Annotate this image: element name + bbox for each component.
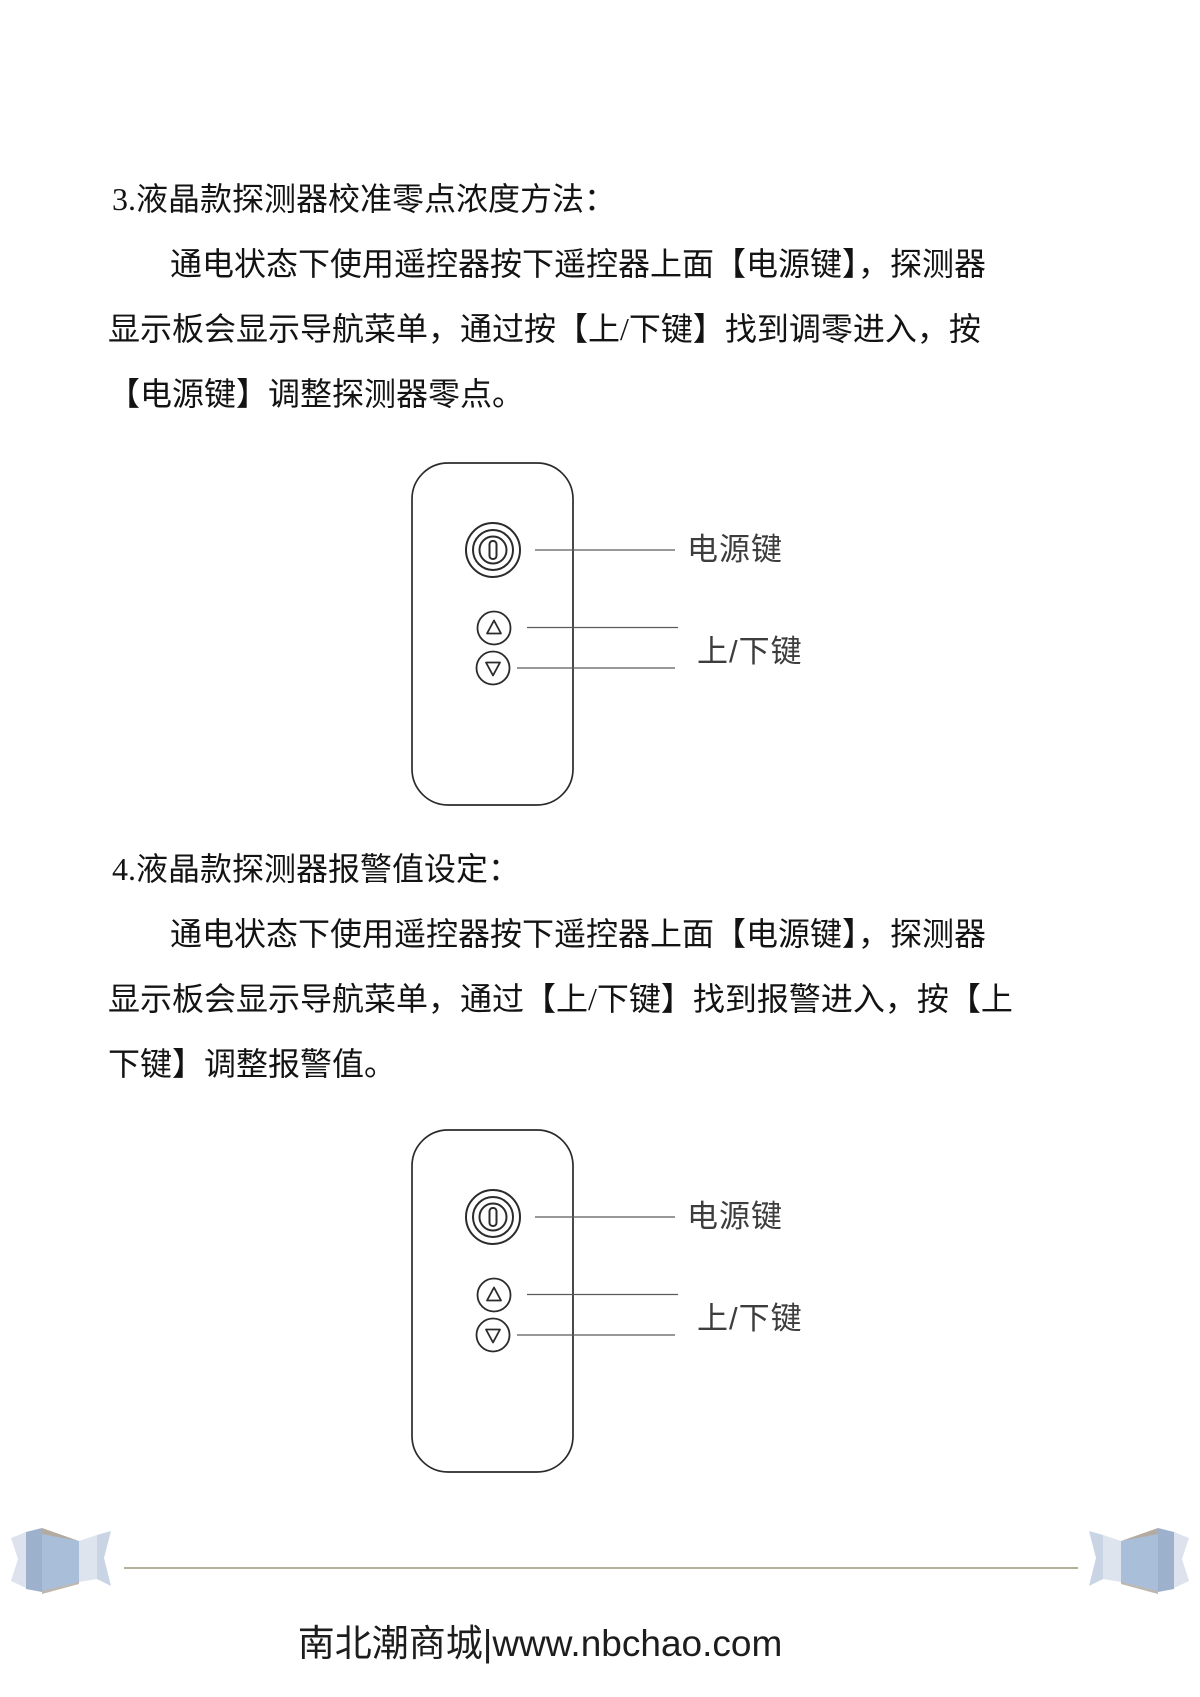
paragraph-line: 通电状态下使用遥控器按下遥控器上面【电源键】，探测器 bbox=[170, 916, 987, 952]
paragraph-line: 【电源键】调整探测器零点。 bbox=[108, 376, 525, 412]
footer-divider bbox=[124, 1567, 1078, 1569]
section-3-heading: 3.液晶款探测器校准零点浓度方法： bbox=[112, 181, 617, 217]
footer-ornament-right-icon bbox=[1089, 1528, 1189, 1594]
paragraph-line: 通电状态下使用遥控器按下遥控器上面【电源键】，探测器 bbox=[170, 246, 987, 282]
section-4-heading: 4.液晶款探测器报警值设定： bbox=[112, 851, 521, 887]
paragraph-line: 显示板会显示导航菜单，通过按【上/下键】找到调零进入，按 bbox=[108, 311, 981, 347]
power-key-label: 电源键 bbox=[687, 1199, 783, 1234]
remote-outline bbox=[411, 1129, 679, 1473]
up-down-key-label: 上/下键 bbox=[697, 634, 803, 669]
remote-control-diagram-1 bbox=[411, 462, 679, 806]
footer-site-text: 南北潮商城|www.nbchao.com bbox=[297, 1623, 783, 1664]
footer-ornament-left-icon bbox=[11, 1528, 111, 1594]
section-3-paragraph: 通电状态下使用遥控器按下遥控器上面【电源键】，探测器 显示板会显示导航菜单，通过… bbox=[108, 232, 1108, 427]
remote-outline bbox=[411, 462, 679, 806]
power-key-label: 电源键 bbox=[687, 532, 783, 567]
remote-control-diagram-2 bbox=[411, 1129, 679, 1473]
paragraph-line: 下键】调整报警值。 bbox=[108, 1046, 397, 1082]
section-4-paragraph: 通电状态下使用遥控器按下遥控器上面【电源键】，探测器 显示板会显示导航菜单，通过… bbox=[108, 902, 1108, 1097]
paragraph-line: 显示板会显示导航菜单，通过【上/下键】找到报警进入，按【上 bbox=[108, 981, 1013, 1017]
up-down-key-label: 上/下键 bbox=[697, 1301, 803, 1336]
